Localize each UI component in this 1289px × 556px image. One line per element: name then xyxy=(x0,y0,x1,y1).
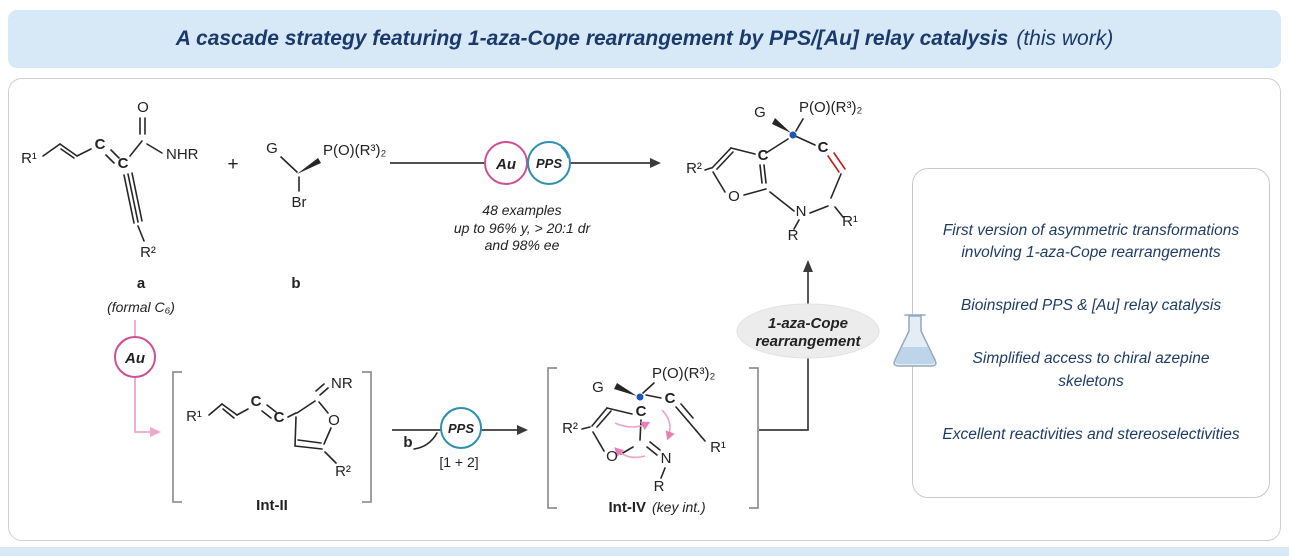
highlight-item-3: Simplified access to chiral azepine skel… xyxy=(972,350,1210,390)
au-catalyst-label: Au xyxy=(495,156,516,173)
int2-skeleton xyxy=(208,383,337,464)
int4-stereocenter-dot xyxy=(636,393,644,401)
int4-o-label: O xyxy=(606,448,618,465)
highlight-item-2: Bioinspired PPS & [Au] relay catalysis xyxy=(960,297,1222,315)
structure-b: G P(O)(R³)₂ Br b xyxy=(266,140,386,292)
reaction-arrowhead-icon xyxy=(650,158,661,168)
au-pathway-arrowhead-icon xyxy=(150,427,161,437)
int4-g-label: G xyxy=(592,379,604,396)
product-structure: G P(O)(R³)₂ R² C C O N R R¹ xyxy=(686,99,862,244)
product-o-label: O xyxy=(728,188,740,205)
electron-flow-arrows xyxy=(614,409,675,459)
rearrangement-label-line-2: rearrangement xyxy=(755,333,861,350)
product-r-label: R xyxy=(788,227,799,244)
product-n-label: N xyxy=(796,203,807,220)
pps-step-arrowhead-icon xyxy=(517,425,528,435)
pps-catalyst-badge: PPS xyxy=(527,141,571,185)
int4-r2-label: R² xyxy=(562,420,578,437)
product-skeleton xyxy=(704,118,846,230)
b-addition-curve xyxy=(413,432,438,450)
b-addition-label: b xyxy=(403,434,412,451)
highlight-item-4: Excellent reactivities and stereoselecti… xyxy=(942,425,1240,443)
int2-nr-label: NR xyxy=(331,375,353,392)
int2-red-carbon-label: C xyxy=(251,393,262,410)
highlight-item-1: First version of asymmetric transformati… xyxy=(942,221,1240,262)
int2-o-label: O xyxy=(328,412,340,429)
int2-structure: R¹ C C NR O R² Int-II xyxy=(186,375,353,514)
int4-name-label: Int-IV xyxy=(609,499,647,516)
structure-b-skeleton xyxy=(280,156,321,192)
structure-a: R¹ C C O NHR R² a (formal C₆) xyxy=(21,99,199,315)
conditions-text: 48 examples up to 96% y, > 20:1 dr and 9… xyxy=(454,202,592,253)
bottom-accent-strip xyxy=(0,547,1289,556)
int4-r1-label: R¹ xyxy=(710,439,726,456)
int2-r1-label: R¹ xyxy=(186,408,202,425)
cycloaddition-mode-label: [1 + 2] xyxy=(439,454,478,470)
int4-structure: P(O)(R³)₂ G C C R² O N R R¹ Int-IV (key … xyxy=(562,365,726,516)
conditions-line-3: and 98% ee xyxy=(485,237,560,253)
electron-flow-arrow-2 xyxy=(661,409,675,441)
int2-r2-label: R² xyxy=(335,463,351,480)
product-stereocenter-dot xyxy=(789,131,797,139)
page-title-suffix: (this work) xyxy=(1016,27,1114,50)
au-pathway-badge: Au xyxy=(114,336,156,378)
aza-cope-label: 1-aza-Cope rearrangement xyxy=(736,303,880,359)
int2-blue-carbon-label: C xyxy=(274,409,285,426)
a-nhr-label: NHR xyxy=(166,146,199,163)
a-r2-label: R² xyxy=(140,244,156,261)
conditions-line-2: up to 96% y, > 20:1 dr xyxy=(454,220,592,236)
title-banner: A cascade strategy featuring 1-aza-Cope … xyxy=(8,10,1281,68)
b-compound-tag: b xyxy=(291,275,300,292)
b-g-label: G xyxy=(266,140,278,157)
int4-red-carbon-label: C xyxy=(665,390,676,407)
product-r1-label: R¹ xyxy=(842,213,858,230)
a-blue-carbon-label: C xyxy=(118,155,129,172)
electron-flow-arrow-3 xyxy=(614,447,646,459)
int4-brackets xyxy=(547,367,759,509)
pps-cycle-arrow-icon xyxy=(560,146,569,159)
pps-step-badge: PPS xyxy=(440,407,482,449)
product-blue-carbon-label: C xyxy=(758,147,769,164)
au-cycle-arrow-icon xyxy=(488,142,502,152)
int4-n-label: N xyxy=(661,450,672,467)
a-formal-c6-note: (formal C₆) xyxy=(107,299,175,315)
flask-icon xyxy=(893,314,937,367)
pps-step-cycle-arrow-icon xyxy=(444,408,457,418)
aza-cope-arrowhead-icon xyxy=(803,260,813,272)
pps-step-label: PPS xyxy=(448,421,474,436)
a-red-carbon-label: C xyxy=(95,136,106,153)
int4-r-label: R xyxy=(654,478,665,495)
product-r2-label: R² xyxy=(686,160,702,177)
au-pathway-arrow xyxy=(134,320,161,437)
plus-sign: + xyxy=(227,154,238,175)
b-phosphonate-label: P(O)(R³)₂ xyxy=(323,142,386,159)
conditions-line-1: 48 examples xyxy=(482,202,561,218)
product-red-carbon-label: C xyxy=(818,139,829,156)
product-g-label: G xyxy=(754,104,766,121)
structure-a-skeleton xyxy=(42,117,163,242)
int2-brackets xyxy=(172,371,372,503)
au-pathway-label: Au xyxy=(124,350,145,367)
int4-name-note: (key int.) xyxy=(652,499,706,515)
a-carbonyl-o-label: O xyxy=(137,99,149,116)
a-compound-tag: a xyxy=(137,275,146,292)
highlights-panel: First version of asymmetric transformati… xyxy=(912,168,1270,498)
au-pathway-cycle-arrow-icon xyxy=(118,337,131,347)
int2-name-label: Int-II xyxy=(256,497,288,514)
a-r1-label: R¹ xyxy=(21,150,37,167)
int4-skeleton xyxy=(581,382,706,479)
int4-blue-carbon-label: C xyxy=(636,403,647,420)
au-catalyst-badge: Au xyxy=(484,141,528,185)
page-title: A cascade strategy featuring 1-aza-Cope … xyxy=(175,27,1009,50)
product-phosphonate-label: P(O)(R³)₂ xyxy=(799,99,862,116)
b-br-label: Br xyxy=(292,194,307,211)
int4-phosphonate-label: P(O)(R³)₂ xyxy=(652,365,715,382)
rearrangement-label-line-1: 1-aza-Cope xyxy=(768,315,848,332)
pps-catalyst-label: PPS xyxy=(536,156,562,171)
electron-flow-arrow-1 xyxy=(614,421,651,431)
